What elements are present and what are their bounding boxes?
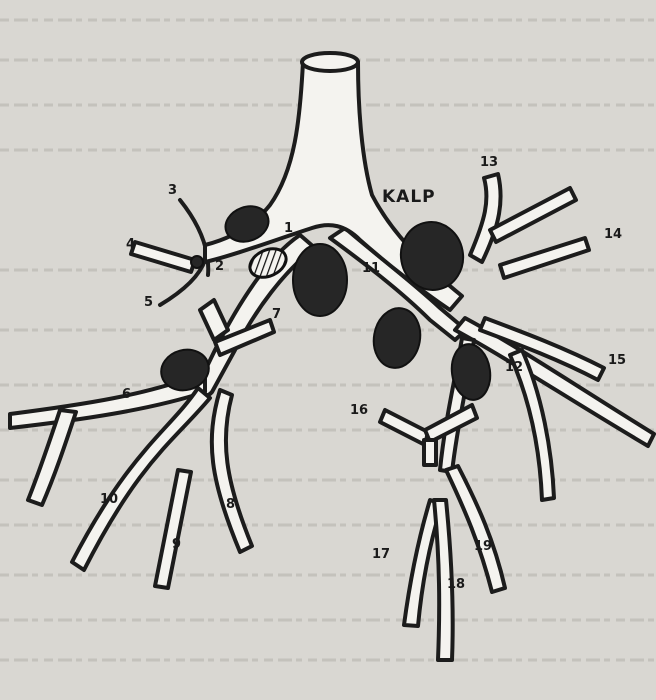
branch-4 xyxy=(131,242,195,272)
label-8: 8 xyxy=(226,497,235,512)
label-5: 5 xyxy=(144,295,153,310)
label-14: 14 xyxy=(604,227,622,242)
label-2: 2 xyxy=(215,259,224,274)
label-4: 4 xyxy=(126,237,135,252)
label-11: 11 xyxy=(362,261,380,276)
label-18: 18 xyxy=(447,577,465,592)
label-15: 15 xyxy=(608,353,626,368)
node-11 xyxy=(293,244,347,316)
label-10: 10 xyxy=(100,492,118,507)
label-6: 6 xyxy=(122,387,131,402)
label-3: 3 xyxy=(168,183,177,198)
branch-5-stub xyxy=(200,300,228,340)
title-kalp: KALP xyxy=(382,187,436,207)
branch-9 xyxy=(155,470,191,588)
trachea-opening xyxy=(302,53,358,71)
branch-14 xyxy=(490,188,576,242)
branch-19 xyxy=(446,466,505,592)
branch-14b xyxy=(500,238,589,278)
label-9: 9 xyxy=(172,537,181,552)
label-7: 7 xyxy=(272,307,281,322)
label-13: 13 xyxy=(480,155,498,170)
label-19: 19 xyxy=(474,539,492,554)
branch-16 xyxy=(380,410,428,445)
branch-8 xyxy=(212,390,252,552)
label-1: 1 xyxy=(284,221,293,236)
node-centre-right xyxy=(369,304,425,371)
branch-16-stem xyxy=(424,440,436,465)
node-4-small xyxy=(191,256,203,268)
label-16: 16 xyxy=(350,403,368,418)
branch-13 xyxy=(470,174,501,262)
label-17: 17 xyxy=(372,547,390,562)
label-12: 12 xyxy=(505,360,523,375)
